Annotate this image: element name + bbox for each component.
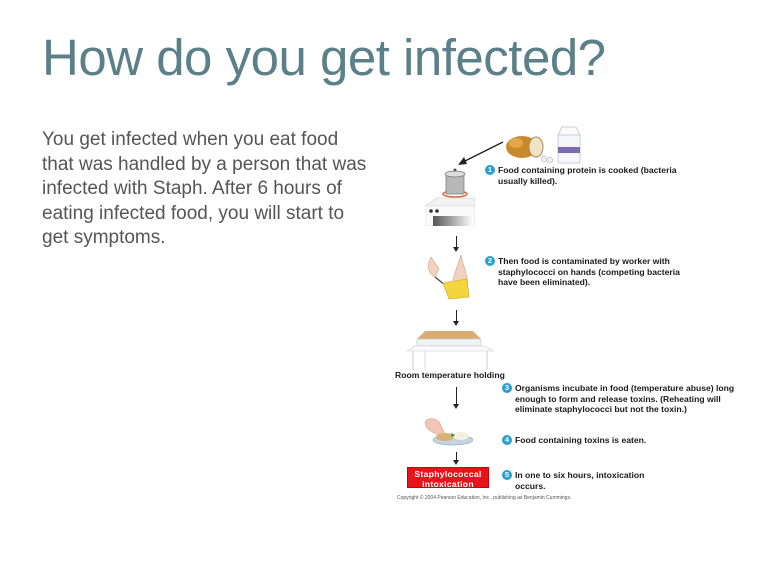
step-5-badge: 5 <box>502 470 512 480</box>
step-3-badge: 3 <box>502 383 512 393</box>
room-temperature-label: Room temperature holding <box>395 370 505 380</box>
step-5-text: 5 In one to six hours, intoxication occu… <box>502 470 665 491</box>
flow-arrow-4 <box>453 452 459 465</box>
flow-arrow-2 <box>453 310 459 326</box>
flow-arrow-1 <box>453 236 459 252</box>
step-4-text: 4 Food containing toxins is eaten. <box>502 435 735 446</box>
chicken-and-milk-icon <box>506 126 581 164</box>
step-2-text: 2 Then food is contaminated by worker wi… <box>485 256 698 288</box>
step-2-badge: 2 <box>485 256 495 266</box>
step-1-text: 1 Food containing protein is cooked (bac… <box>485 165 688 186</box>
plate-with-food-icon <box>424 418 473 446</box>
step-1-badge: 1 <box>485 165 495 175</box>
slide-title: How do you get infected? <box>42 29 606 86</box>
stove-with-pot-icon <box>425 168 475 226</box>
copyright-notice: Copyright © 2004 Pearson Education, Inc.… <box>397 495 572 501</box>
step-3-text: 3 Organisms incubate in food (temperatur… <box>502 383 735 415</box>
arrow-to-pot-icon <box>458 141 504 165</box>
slide-body-text: You get infected when you eat food that … <box>42 129 367 248</box>
flow-arrow-3 <box>453 387 459 409</box>
food-tray-on-table-icon <box>407 331 495 370</box>
hands-cutting-cheese-icon <box>428 255 470 300</box>
staphylococcal-intoxication-box: Staphylococcal intoxication <box>407 467 489 489</box>
staph-infection-diagram: 1 Food containing protein is cooked (bac… <box>395 120 735 510</box>
step-4-badge: 4 <box>502 435 512 445</box>
